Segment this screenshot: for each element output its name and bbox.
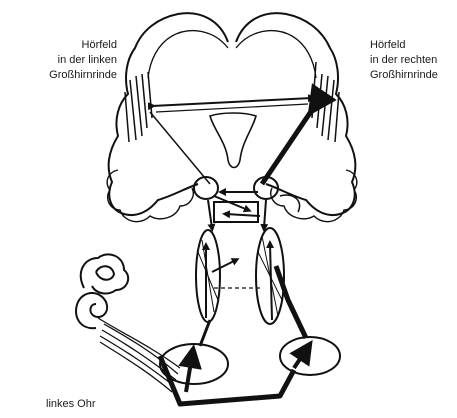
canal-loop <box>96 266 114 280</box>
left-temporal-lobe <box>107 170 193 222</box>
left-ascending-pathway <box>200 320 210 346</box>
central-thalamic-structure <box>210 113 256 168</box>
inner-cortex-right <box>236 31 316 78</box>
left-auditory-radiation <box>150 112 210 184</box>
cochlea-spiral <box>76 293 107 328</box>
auditory-nerve-bundle <box>98 318 180 392</box>
right-cochlear-nucleus <box>280 337 340 375</box>
semicircular-canals <box>81 254 128 293</box>
right-ascending-pathway <box>276 266 306 338</box>
right-auditory-radiation <box>262 104 316 184</box>
left-auditory-cortex-hatch <box>125 72 152 142</box>
inner-cortex-left <box>148 31 228 78</box>
left-ear-cochlea <box>76 254 128 328</box>
